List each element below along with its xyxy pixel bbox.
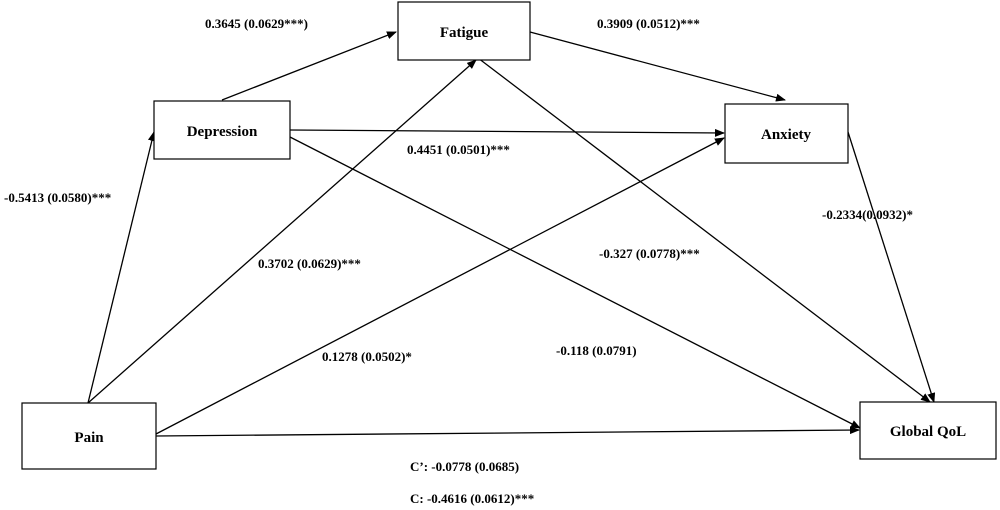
coef-depression-anxiety: 0.4451 (0.0501)*** (407, 142, 510, 157)
node-depression-label: Depression (187, 124, 258, 140)
direct-effect-label: C’: -0.0778 (0.0685) (410, 459, 519, 474)
arrow-fatigue-to-anxiety (529, 31, 786, 102)
coef-depression-qol: -0.118 (0.0791) (556, 343, 637, 358)
arrow-fatigue-to-qol (477, 57, 931, 403)
node-anxiety: Anxiety (724, 103, 849, 164)
node-pain: Pain (21, 402, 157, 470)
arrow-depression-to-anxiety (289, 128, 725, 137)
node-pain-label: Pain (74, 430, 104, 446)
node-global-qol-label: Global QoL (890, 424, 966, 440)
coef-pain-depression: -0.5413 (0.0580)*** (4, 190, 111, 205)
node-fatigue: Fatigue (397, 1, 531, 61)
coef-pain-fatigue: 0.3702 (0.0629)*** (258, 256, 361, 271)
node-global-qol: Global QoL (859, 401, 997, 460)
coef-fatigue-qol: -0.327 (0.0778)*** (599, 246, 700, 261)
coef-pain-anxiety: 0.1278 (0.0502)* (322, 349, 412, 364)
arrow-depression-to-qol (289, 136, 861, 429)
arrow-depression-to-fatigue (221, 31, 397, 101)
coef-fatigue-anxiety: 0.3909 (0.0512)*** (597, 16, 700, 31)
node-depression: Depression (153, 100, 291, 160)
arrow-pain-to-anxiety (155, 137, 725, 435)
coef-anxiety-qol: -0.2334(0.0932)* (822, 207, 913, 222)
arrow-pain-to-fatigue (87, 59, 477, 404)
total-effect-label: C: -0.4616 (0.0612)*** (410, 491, 534, 506)
arrow-pain-to-qol (155, 426, 860, 437)
node-anxiety-label: Anxiety (761, 127, 811, 143)
arrow-anxiety-to-qol (847, 131, 936, 403)
node-fatigue-label: Fatigue (440, 25, 489, 41)
arrow-pain-to-depression (87, 131, 156, 404)
coef-depression-fatigue: 0.3645 (0.0629***) (205, 16, 308, 31)
